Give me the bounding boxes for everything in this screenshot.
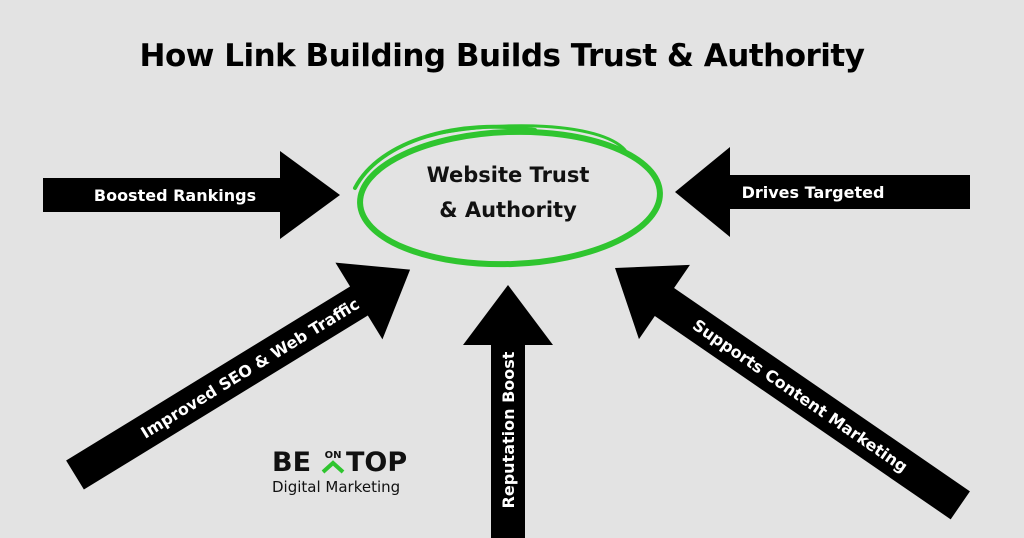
- arrow-label: Improved SEO & Web Traffic: [137, 294, 362, 442]
- arrow-label: Supports Content Marketing: [689, 315, 911, 476]
- arrow-label: Boosted Rankings: [94, 186, 256, 205]
- arrow-label: Reputation Boost: [499, 351, 518, 508]
- arrow-drives-targeted: Drives Targeted: [675, 147, 970, 237]
- logo-be: BE: [272, 447, 311, 478]
- center-title-line1: Website Trust: [427, 163, 590, 187]
- arrow-label: Drives Targeted: [742, 183, 885, 202]
- arrow-supports-content: Supports Content Marketing: [615, 264, 970, 520]
- logo-chevron-up-icon: [321, 460, 345, 474]
- center-title-line2: & Authority: [439, 198, 577, 222]
- diagram-title: How Link Building Builds Trust & Authori…: [140, 38, 865, 74]
- center-circle: [353, 124, 663, 268]
- arrow-reputation-boost: Reputation Boost: [463, 285, 553, 538]
- logo-top: TOP: [346, 447, 407, 478]
- beontop-logo: BE ON TOP Digital Marketing: [272, 447, 407, 496]
- arrow-boosted-rankings: Boosted Rankings: [43, 151, 340, 239]
- logo-tagline: Digital Marketing: [272, 478, 400, 496]
- logo-on: ON: [325, 450, 342, 461]
